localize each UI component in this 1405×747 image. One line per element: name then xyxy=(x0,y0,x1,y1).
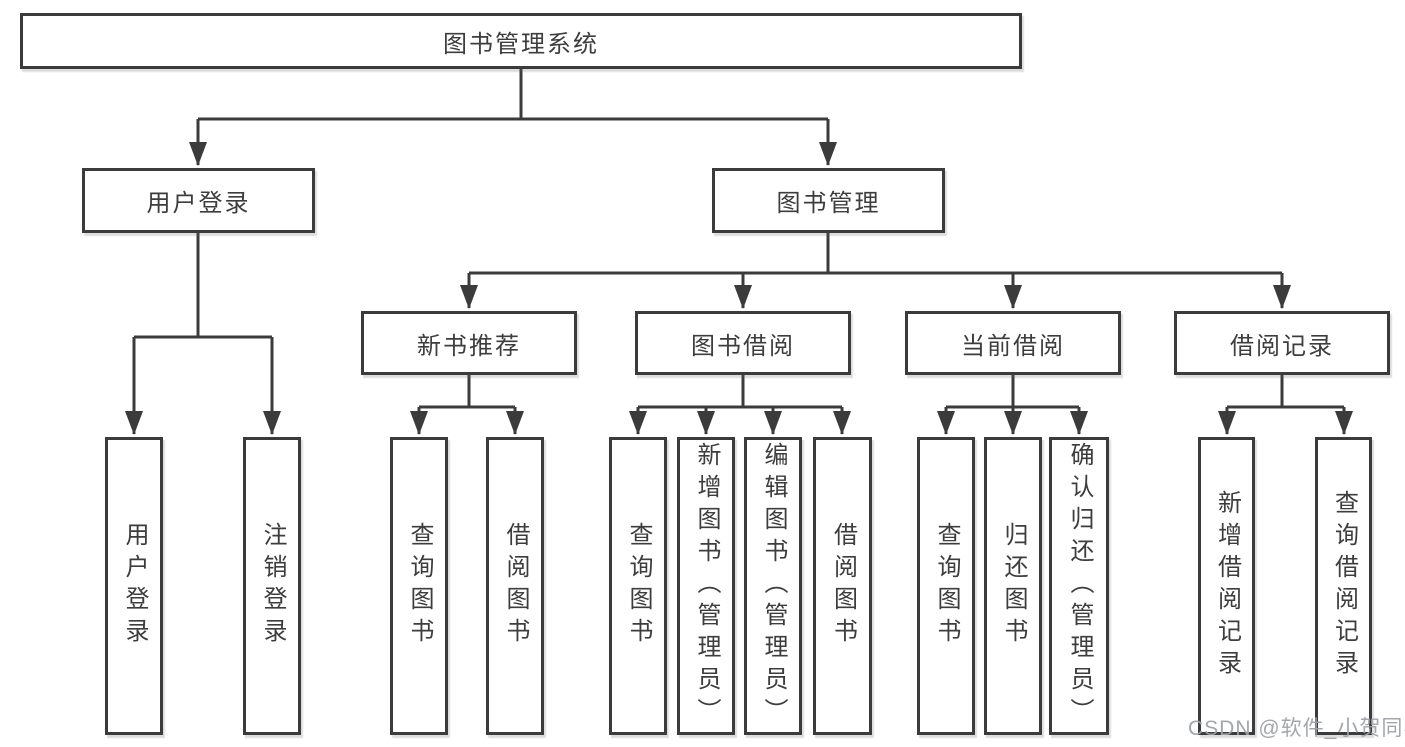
node-current-borrow: 当前借阅 xyxy=(905,311,1121,375)
node-borrow-record-label: 借阅记录 xyxy=(1230,332,1334,360)
leaf-record-add: 新增借阅记录 xyxy=(1198,437,1255,735)
leaf-borrow-borrow-label: 借阅图书 xyxy=(829,522,857,650)
node-book-mgmt-label: 图书管理 xyxy=(776,190,881,217)
node-newbook-rec-label: 新书推荐 xyxy=(417,332,521,360)
leaf-borrow-query-label: 查询图书 xyxy=(625,522,652,650)
leaf-current-return: 归还图书 xyxy=(984,437,1042,735)
node-root-label: 图书管理系统 xyxy=(443,30,599,58)
node-book-borrow: 图书借阅 xyxy=(635,311,851,375)
leaf-newbook-query: 查询图书 xyxy=(390,437,448,735)
leaf-record-query-label: 查询借阅记录 xyxy=(1330,490,1358,682)
leaf-user-login: 用户登录 xyxy=(105,437,163,735)
leaf-current-query-label: 查询图书 xyxy=(933,522,960,650)
leaf-current-confirm-label: 确认归还（管理员） xyxy=(1066,442,1093,730)
leaf-borrow-add-label: 新增图书（管理员） xyxy=(693,442,720,730)
leaf-borrow-query: 查询图书 xyxy=(609,437,667,735)
leaf-logout-label: 注销登录 xyxy=(259,522,286,650)
leaf-borrow-edit: 编辑图书（管理员） xyxy=(744,437,802,735)
node-current-borrow-label: 当前借阅 xyxy=(961,332,1065,360)
node-borrow-record: 借阅记录 xyxy=(1174,311,1390,375)
leaf-borrow-add: 新增图书（管理员） xyxy=(677,437,735,735)
watermark-text: CSDN @软件_小贺同学 xyxy=(1188,717,1405,740)
node-root: 图书管理系统 xyxy=(20,13,1022,69)
leaf-newbook-borrow: 借阅图书 xyxy=(486,437,544,735)
leaf-newbook-query-label: 查询图书 xyxy=(406,522,433,650)
leaf-current-query: 查询图书 xyxy=(917,437,975,735)
node-user-login-label: 用户登录 xyxy=(146,190,251,217)
leaf-borrow-edit-label: 编辑图书（管理员） xyxy=(760,442,787,730)
leaf-current-return-label: 归还图书 xyxy=(1000,522,1027,650)
leaf-record-add-label: 新增借阅记录 xyxy=(1213,490,1241,682)
leaf-current-confirm: 确认归还（管理员） xyxy=(1049,437,1109,735)
leaf-user-login-label: 用户登录 xyxy=(121,522,148,650)
leaf-borrow-borrow: 借阅图书 xyxy=(813,437,872,735)
node-newbook-rec: 新书推荐 xyxy=(361,311,577,375)
node-user-login: 用户登录 xyxy=(82,168,315,233)
leaf-newbook-borrow-label: 借阅图书 xyxy=(502,522,529,650)
node-book-borrow-label: 图书借阅 xyxy=(691,332,795,360)
leaf-record-query: 查询借阅记录 xyxy=(1315,437,1372,735)
leaf-logout: 注销登录 xyxy=(243,437,301,735)
node-book-mgmt: 图书管理 xyxy=(712,168,945,233)
